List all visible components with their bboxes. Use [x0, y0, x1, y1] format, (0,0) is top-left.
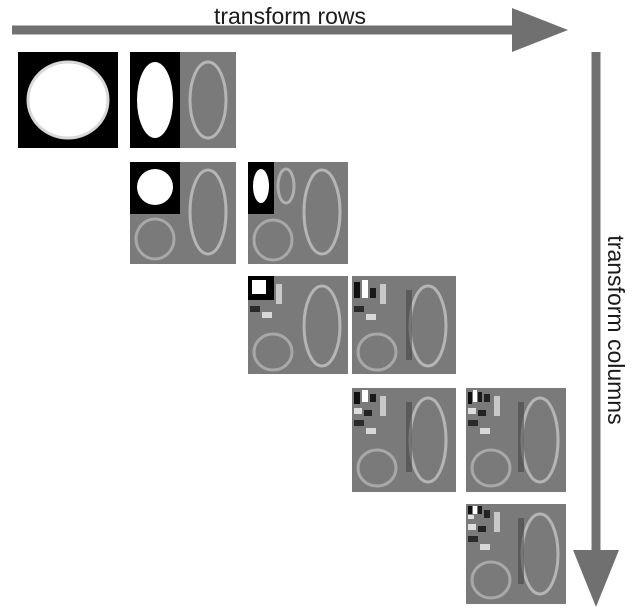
row-transform-tile-1 [130, 52, 236, 148]
column-transform-tile-3 [352, 388, 456, 492]
columns-arrow [573, 52, 619, 607]
column-transform-tile-4 [466, 504, 566, 604]
row-transform-tile-2 [248, 162, 348, 264]
rows-arrow [12, 8, 568, 52]
column-transform-tile-1 [130, 162, 236, 264]
column-transform-tile-2 [248, 276, 348, 374]
original-image-tile [18, 52, 118, 148]
row-transform-tile-3 [352, 276, 456, 374]
row-transform-tile-4 [466, 388, 566, 492]
rows-arrow-label: transform rows [214, 3, 366, 29]
columns-arrow-label: transform columns [603, 235, 629, 424]
